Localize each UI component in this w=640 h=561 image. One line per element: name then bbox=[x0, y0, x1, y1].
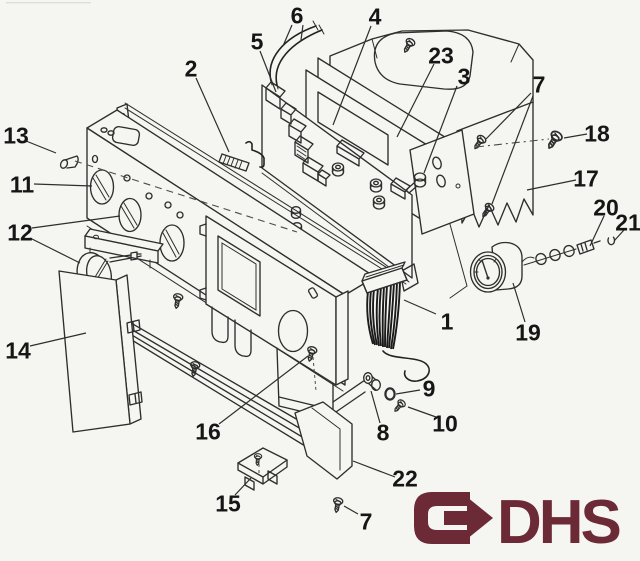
callout-label-7: 7 bbox=[533, 71, 546, 97]
callout-label-22: 22 bbox=[392, 465, 418, 491]
callout-label-19: 19 bbox=[515, 319, 541, 345]
leader-line-15 bbox=[234, 477, 252, 496]
leader-line-11 bbox=[33, 183, 93, 187]
washer-9 bbox=[384, 387, 396, 401]
gauge-opening bbox=[277, 309, 309, 353]
callout-label-17: 17 bbox=[573, 165, 599, 191]
leader-line-7 bbox=[491, 95, 534, 205]
knob-shaft bbox=[109, 254, 132, 263]
leader-line-20 bbox=[589, 215, 605, 247]
leader-line-10 bbox=[407, 406, 437, 418]
callout-label-10: 10 bbox=[432, 410, 458, 436]
callout-label-7: 7 bbox=[360, 508, 373, 534]
callout-label-4: 4 bbox=[369, 3, 382, 29]
bushing-8 bbox=[363, 372, 381, 391]
leader-line-13 bbox=[25, 140, 57, 154]
callout-label-9: 9 bbox=[423, 375, 436, 401]
leader-line-12 bbox=[31, 215, 121, 229]
leader-line-4 bbox=[332, 25, 372, 126]
ribbon-cable-1 bbox=[361, 261, 430, 382]
callout-label-16: 16 bbox=[195, 418, 221, 444]
leader-line-19 bbox=[512, 282, 526, 323]
mask-panel bbox=[199, 215, 366, 420]
access-door-14 bbox=[58, 270, 143, 433]
callout-label-12: 12 bbox=[7, 219, 33, 245]
callout-label-20: 20 bbox=[593, 194, 619, 220]
callout-label-2: 2 bbox=[185, 55, 198, 81]
callout-label-21: 21 bbox=[615, 209, 640, 235]
leader-line-3 bbox=[423, 85, 458, 174]
leader-line-5 bbox=[259, 50, 277, 93]
leader-line-21 bbox=[613, 229, 625, 242]
leader-line-2 bbox=[195, 77, 230, 153]
callout-label-18: 18 bbox=[584, 120, 610, 146]
leader-line-6 bbox=[300, 24, 304, 41]
callout-label-13: 13 bbox=[3, 122, 29, 148]
scan-artifact bbox=[6, 2, 91, 4]
gauge-19 bbox=[469, 236, 616, 293]
dhs-logo: DHS bbox=[414, 488, 623, 557]
callout-label-11: 11 bbox=[10, 171, 35, 197]
lower-block bbox=[276, 347, 366, 420]
mount-panel-3 bbox=[405, 129, 475, 235]
leader-line-1 bbox=[403, 299, 437, 315]
leader-line-7 bbox=[485, 92, 532, 140]
pin-13 bbox=[59, 155, 79, 169]
alignment-lines bbox=[74, 138, 550, 473]
leader-line-17 bbox=[526, 179, 577, 191]
screw bbox=[170, 292, 184, 310]
bracket-15 bbox=[237, 447, 288, 491]
callout-label-3: 3 bbox=[458, 63, 471, 89]
leader-line-22 bbox=[352, 460, 396, 478]
single-wire bbox=[382, 350, 430, 382]
stud-3 bbox=[405, 172, 427, 194]
leader-line-16 bbox=[218, 355, 309, 425]
screw-7c bbox=[330, 496, 344, 514]
leader-line-23 bbox=[396, 63, 435, 138]
mount-rail-22 bbox=[94, 301, 353, 480]
leader-line-18 bbox=[563, 133, 588, 139]
callout-label-14: 14 bbox=[5, 337, 31, 363]
callout-label-5: 5 bbox=[251, 28, 264, 54]
leader-line-14 bbox=[29, 332, 87, 347]
logo-text: DHS bbox=[497, 488, 620, 557]
rail-end-cap bbox=[294, 401, 353, 480]
callout-label-15: 15 bbox=[215, 490, 241, 516]
screw-18 bbox=[543, 128, 565, 153]
connector-20 bbox=[576, 239, 601, 255]
wires-6 bbox=[269, 20, 325, 86]
logo-band-icon bbox=[414, 492, 470, 544]
ribbon-strands bbox=[366, 280, 401, 350]
spring-pin-2 bbox=[218, 140, 265, 172]
callout-label-8: 8 bbox=[377, 419, 390, 445]
leader-line-7 bbox=[343, 505, 359, 515]
screw-10 bbox=[391, 397, 408, 415]
leader-line-6 bbox=[282, 24, 293, 47]
callout-label-23: 23 bbox=[428, 42, 454, 68]
leader-line-9 bbox=[395, 389, 421, 395]
callout-label-1: 1 bbox=[441, 308, 454, 334]
logo-arrow-icon bbox=[444, 497, 493, 539]
coiled-cable bbox=[521, 244, 577, 266]
clip-21 bbox=[607, 236, 616, 246]
leader-line-12 bbox=[29, 237, 81, 264]
leader-line-8 bbox=[370, 390, 381, 424]
callout-label-6: 6 bbox=[291, 2, 304, 28]
gauge-needle bbox=[481, 259, 489, 279]
